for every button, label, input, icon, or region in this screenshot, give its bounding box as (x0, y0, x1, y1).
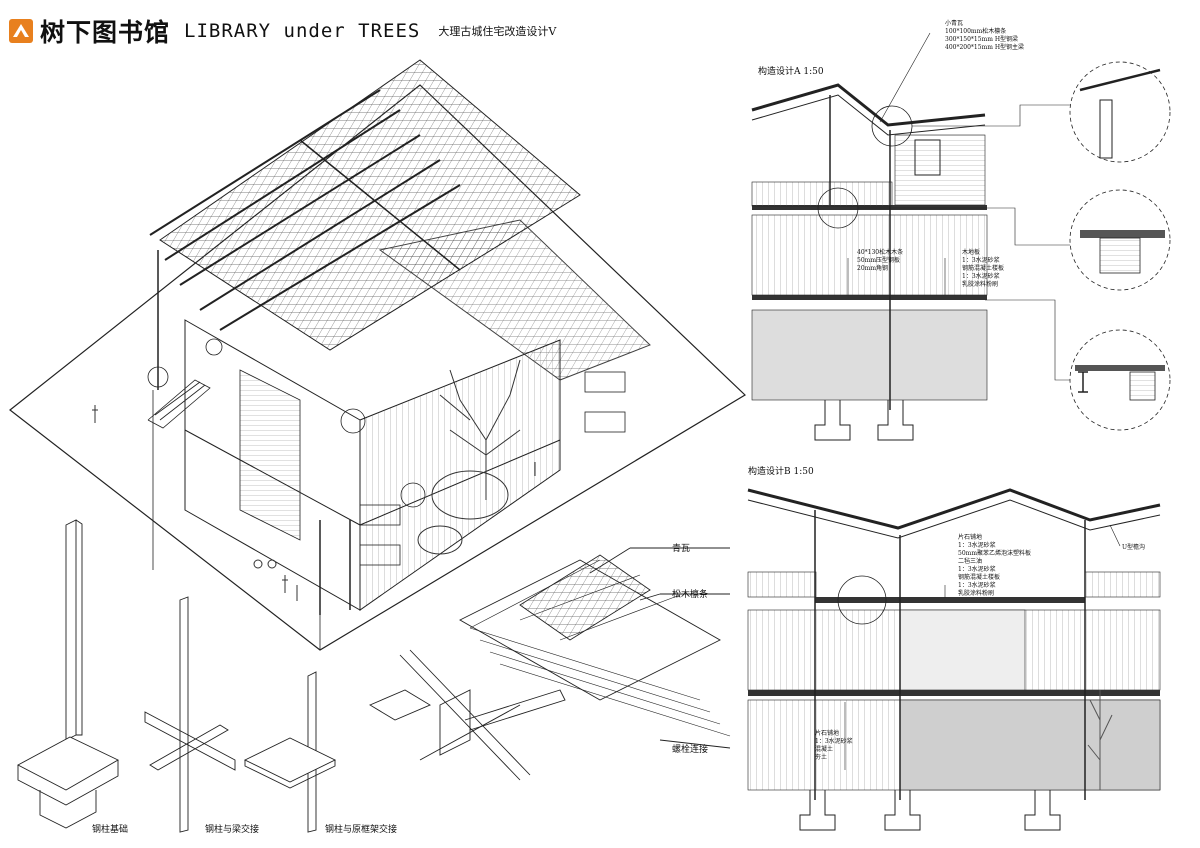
detail-b-floor-note: 片石铺地 1：3水泥砂浆 50mm聚苯乙烯泡沫塑料板 二毡三油 1：3水泥砂浆 … (958, 534, 1032, 597)
section-tree-icon (1087, 690, 1113, 790)
title-cn: 树下图书馆 (40, 18, 171, 47)
detail-a-title: 构造设计A 1:50 (758, 67, 824, 77)
detail-b-title: 构造设计B 1:50 (748, 467, 814, 477)
detail-b-gutter: U型檐沟 (1122, 544, 1146, 551)
label-bolt: 螺栓连接 (672, 745, 709, 755)
detail-a-wall-note: 木地板 1：3水泥砂浆 钢筋混凝土楼板 1：3水泥砂浆 乳胶涂料粉刷 (962, 249, 1005, 288)
column-details (17, 519, 731, 833)
tree-icon (417, 359, 521, 555)
section-detail-b (747, 488, 1161, 831)
label-purlin: 松木檩条 (672, 590, 709, 600)
subtitle: 大理古城住宅改造设计Ⅴ (438, 25, 557, 38)
label-tile: 青瓦 (672, 544, 691, 554)
header: 树下图书馆 LIBRARY under TREES 大理古城住宅改造设计Ⅴ (8, 14, 556, 48)
title-en: LIBRARY under TREES (184, 20, 421, 42)
label-frame-joint: 钢柱与原框架交接 (325, 825, 398, 835)
detail-a-floor-note: 40*130松木木条 50mm压型钢板 20mm角钢 (857, 249, 904, 272)
detail-a-roof-note: 小青瓦 100*100mm松木檩条 300*150*15mm H型钢梁 400*… (945, 20, 1025, 51)
detail-b-ground-note: 片石铺地 1：3水泥砂浆 混凝土 夯土 (815, 730, 853, 761)
library-logo-icon (9, 19, 33, 43)
label-beam-joint: 钢柱与梁交接 (205, 825, 260, 835)
label-column-base: 钢柱基础 (92, 825, 129, 835)
axonometric-building (92, 59, 651, 650)
section-detail-a (751, 32, 1171, 441)
